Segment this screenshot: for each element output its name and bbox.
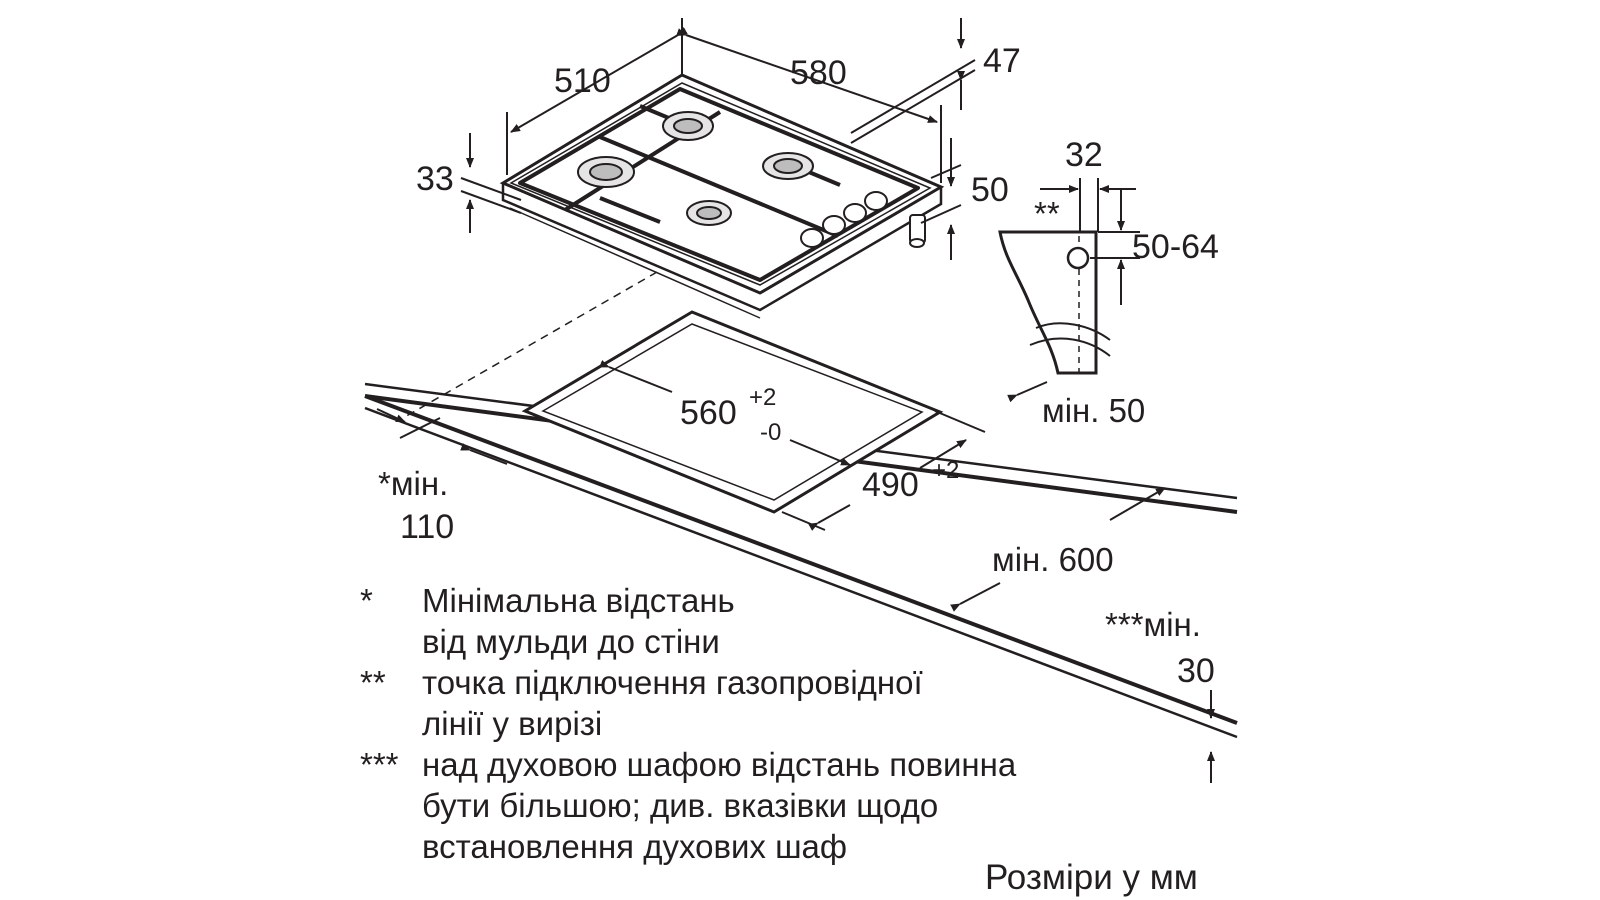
legend-mark: * [360, 582, 373, 619]
countertop [364, 271, 1238, 739]
dim-min-oven-label: ***мін. [1105, 606, 1201, 643]
legend-mark: ** [360, 664, 386, 701]
legend-mark: *** [360, 746, 399, 783]
legend-text: бути більшою; див. вказівки щодо [422, 787, 939, 824]
gas-connection-point [1066, 246, 1090, 270]
cutout-dimension-lines [376, 359, 1215, 783]
control-knobs [800, 191, 888, 248]
dim-min-front-600: мін. 600 [992, 541, 1114, 578]
burners [577, 111, 814, 226]
dim-cutout-depth-490: 490 [862, 466, 919, 504]
dim-depth-510: 510 [554, 62, 611, 100]
dim-cutout-depth-tol-plus: +2 [932, 457, 959, 484]
dim-thickness-33: 33 [416, 160, 454, 198]
dim-cutout-width-tol-minus: -0 [760, 419, 781, 446]
legend-text: точка підключення газопровідної [422, 664, 923, 701]
dim-gas-offset-32: 32 [1065, 136, 1103, 174]
legend-text: від мульди до стіни [422, 623, 720, 660]
gas-connection-profile [998, 178, 1140, 375]
gas-point-marker: ** [1034, 195, 1060, 232]
legend-text: лінії у вирізі [422, 705, 603, 742]
hob-dimension-lines [460, 18, 976, 260]
legend-text: Мінімальна відстань [422, 582, 735, 619]
dim-gas-height-50-64: 50-64 [1132, 228, 1219, 266]
dim-min-oven-30: 30 [1177, 652, 1215, 690]
legend-text: встановлення духових шаф [422, 828, 848, 865]
dim-cutout-width-tol-plus: +2 [749, 384, 776, 411]
cutout [521, 310, 944, 514]
dim-height-47: 47 [983, 42, 1021, 80]
dim-cutout-width-value: 560 [680, 394, 737, 432]
dim-width-580: 580 [790, 54, 847, 92]
legend-text: над духовою шафою відстань повинна [422, 746, 1017, 783]
gas-connector [909, 214, 926, 248]
dim-min-back-50: мін. 50 [1042, 392, 1145, 429]
dim-min-wall-label: *мін. [378, 465, 448, 502]
hob-drawing [499, 73, 945, 319]
units-note: Розміри у мм [985, 858, 1198, 897]
dim-cutout-width-560: 560 [680, 394, 737, 432]
dim-height-50: 50 [971, 171, 1009, 209]
dim-min-wall-110: 110 [400, 508, 454, 546]
